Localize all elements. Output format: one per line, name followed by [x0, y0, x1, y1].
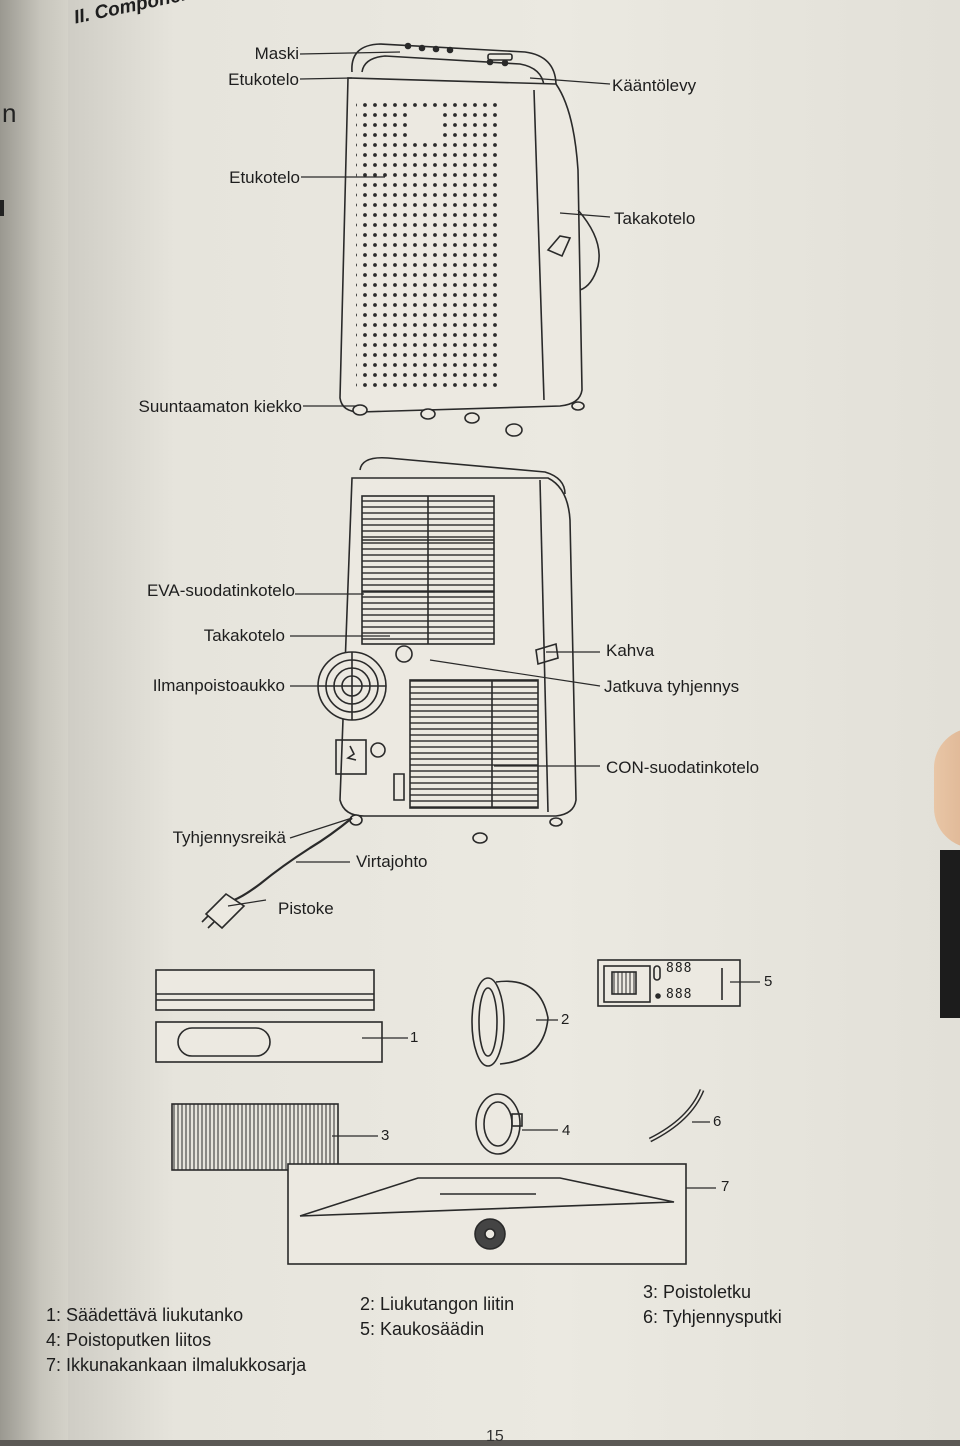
- legend-item: 1: Säädettävä liukutanko: [46, 1305, 244, 1325]
- legend-column-3: 3: Poistoletku 6: Tyhjennysputki: [643, 1280, 782, 1330]
- front-leader-lines: [299, 51, 611, 407]
- left-page-text-fragment: n: [2, 98, 17, 128]
- label-tyhjennysreika: Tyhjennysreikä: [172, 828, 286, 847]
- legend-item: 5: Kaukosäädin: [360, 1319, 485, 1339]
- page-number: 15: [486, 1428, 504, 1445]
- label-eva-suodatinkotelo: EVA-suodatinkotelo: [146, 581, 295, 600]
- legend-item: 7: Ikkunakankaan ilmalukkosarja: [46, 1355, 307, 1375]
- accessory-number-4: 4: [562, 1122, 571, 1139]
- label-con-suodatinkotelo: CON-suodatinkotelo: [606, 758, 760, 777]
- accessory-4-exhaust-joint: [475, 1093, 558, 1155]
- label-takakotelo-rear: Takakotelo: [203, 626, 285, 645]
- label-jatkuva-tyhjennys: Jatkuva tyhjennys: [604, 677, 740, 696]
- section-tab-marker: [940, 850, 960, 1018]
- accessory-number-7: 7: [721, 1178, 730, 1195]
- legend-item: 2: Liukutangon liitin: [360, 1294, 515, 1314]
- legend-column-1: 1: Säädettävä liukutanko 4: Poistoputken…: [46, 1303, 306, 1378]
- accessory-5-remote: [597, 959, 760, 1007]
- legend-column-2: 2: Liukutangon liitin 5: Kaukosäädin: [360, 1292, 514, 1342]
- label-virtajohto: Virtajohto: [356, 852, 428, 871]
- label-etukotelo-mid: Etukotelo: [229, 168, 300, 187]
- label-kaantolevy: Kääntölevy: [612, 76, 697, 95]
- accessory-number-3: 3: [381, 1127, 390, 1144]
- left-page-mark: [0, 200, 4, 216]
- accessory-number-6: 6: [713, 1113, 722, 1130]
- rear-unit-illustration: [201, 456, 577, 930]
- accessory-3-exhaust-hose: [171, 1103, 378, 1171]
- front-unit-illustration: [339, 42, 600, 437]
- accessory-6-drain-pipe: [648, 1089, 710, 1143]
- legend-item: 4: Poistoputken liitos: [46, 1330, 212, 1350]
- label-etukotelo-top: Etukotelo: [228, 70, 299, 89]
- accessory-1-slide-bar: [155, 969, 408, 1063]
- rear-leader-lines: [227, 593, 601, 907]
- accessory-number-2: 2: [561, 1011, 570, 1028]
- remote-display-top: 888: [666, 961, 693, 976]
- left-page-edge: n: [0, 0, 68, 1440]
- accessory-2-connector: [471, 977, 558, 1067]
- legend-item: 3: Poistoletku: [643, 1282, 752, 1302]
- accessory-7-window-kit: [287, 1163, 716, 1265]
- accessory-number-5: 5: [764, 973, 773, 990]
- legend-item: 6: Tyhjennysputki: [643, 1307, 782, 1327]
- label-ilmanpoistoaukko: Ilmanpoistoaukko: [152, 676, 285, 695]
- remote-display-bottom: 888: [666, 987, 693, 1002]
- accessory-number-1: 1: [410, 1029, 419, 1046]
- label-kahva: Kahva: [606, 641, 655, 660]
- label-suuntaamaton-kiekko: Suuntaamaton kiekko: [138, 397, 303, 416]
- label-maski: Maski: [254, 44, 299, 63]
- label-pistoke: Pistoke: [278, 899, 334, 918]
- label-takakotelo-front: Takakotelo: [614, 209, 696, 228]
